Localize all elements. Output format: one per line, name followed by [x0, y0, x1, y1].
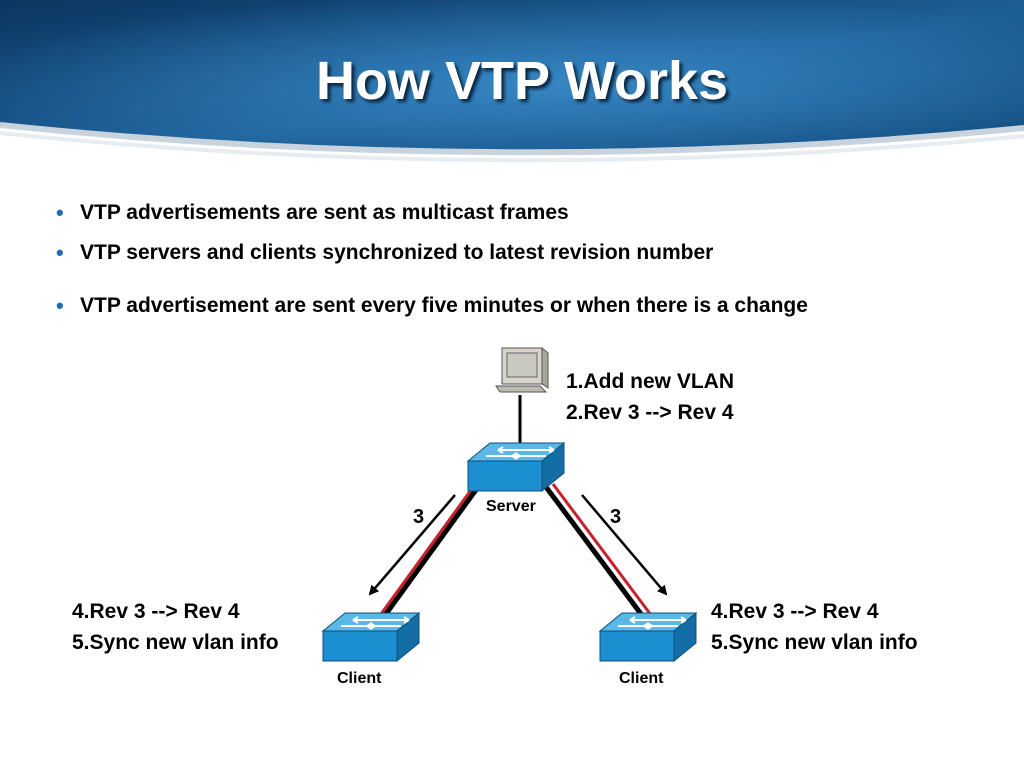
bullet-text: VTP servers and clients synchronized to …	[80, 241, 714, 264]
bullet-icon: •	[56, 293, 64, 318]
advert-arrow-left	[368, 494, 456, 596]
banner-graphic	[0, 0, 1024, 163]
arrow-left-count: 3	[413, 506, 425, 528]
bullet-list: • VTP advertisements are sent as multica…	[56, 200, 808, 319]
title-banner	[0, 0, 1024, 190]
server-note-add-vlan: 1.Add new VLAN	[566, 370, 735, 393]
bullet-item: • VTP advertisement are sent every five …	[56, 293, 808, 319]
bullet-text: VTP advertisement are sent every five mi…	[80, 294, 808, 317]
slide-title: How VTP Works	[315, 51, 729, 111]
bullet-icon: •	[56, 200, 64, 225]
bullet-item: • VTP servers and clients synchronized t…	[56, 240, 808, 293]
client-right-switch-icon	[599, 612, 697, 662]
server-label: Server	[486, 498, 536, 515]
client-left-note-rev: 4.Rev 3 --> Rev 4	[72, 600, 240, 623]
client-right-note-sync: 5.Sync new vlan info	[711, 631, 918, 654]
server-note-rev: 2.Rev 3 --> Rev 4	[566, 401, 734, 424]
client-right-notes: 4.Rev 3 --> Rev 4 5.Sync new vlan info	[711, 596, 918, 658]
server-switch-icon	[467, 442, 565, 492]
client-left-note-sync: 5.Sync new vlan info	[72, 631, 279, 654]
workstation-icon	[495, 346, 549, 393]
server-notes: 1.Add new VLAN 2.Rev 3 --> Rev 4	[566, 366, 734, 428]
bullet-item: • VTP advertisements are sent as multica…	[56, 200, 808, 240]
bullet-icon: •	[56, 240, 64, 265]
client-right-note-rev: 4.Rev 3 --> Rev 4	[711, 600, 879, 623]
client-left-switch-icon	[322, 612, 420, 662]
advert-arrow-right	[581, 494, 668, 596]
trunk-link-right	[543, 483, 653, 620]
client-right-label: Client	[619, 670, 664, 687]
trunk-link-left	[374, 485, 481, 622]
arrow-right-count: 3	[610, 506, 622, 528]
bullet-text: VTP advertisements are sent as multicast…	[80, 201, 569, 224]
client-left-notes: 4.Rev 3 --> Rev 4 5.Sync new vlan info	[72, 596, 279, 658]
client-left-label: Client	[337, 670, 382, 687]
